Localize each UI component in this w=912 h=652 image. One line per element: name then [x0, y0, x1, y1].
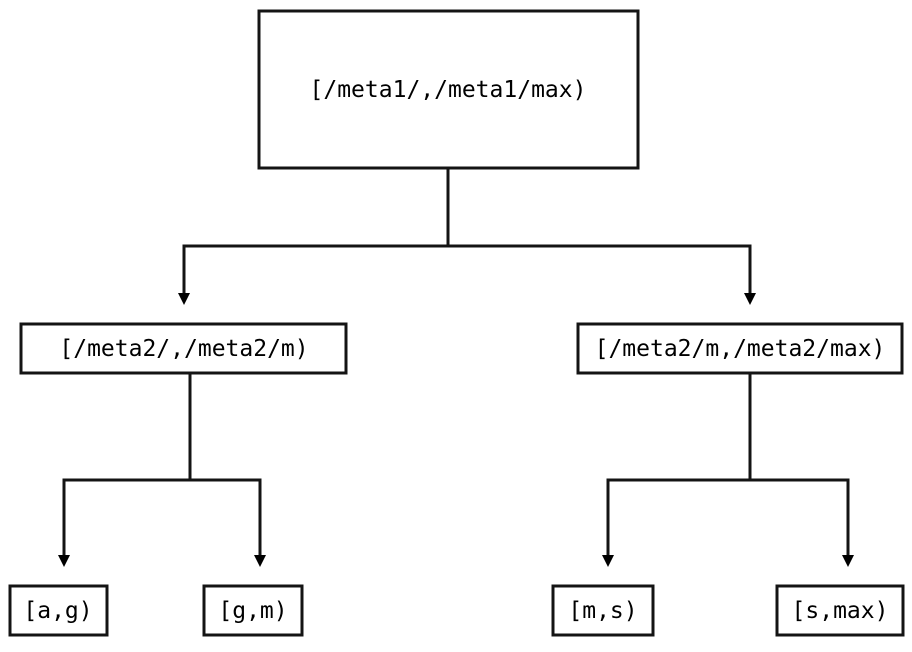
node-label: [g,m) — [218, 598, 287, 624]
node-leaf-smax[interactable]: [s,max) — [775, 584, 905, 637]
edge-mid-right-to-leaf-ms — [602, 373, 752, 567]
edge-path — [188, 373, 262, 556]
node-leaf-ag[interactable]: [a,g) — [8, 584, 109, 637]
edge-path — [748, 373, 850, 556]
arrowhead-icon — [842, 555, 854, 567]
edge-path — [182, 168, 450, 294]
arrowhead-icon — [58, 555, 70, 567]
arrowhead-icon — [178, 293, 190, 305]
node-label: [a,g) — [23, 598, 92, 624]
edge-path — [446, 168, 752, 294]
node-group: [/meta1/,/meta1/max) [/meta2/,/meta2/m) … — [8, 9, 905, 637]
arrowhead-icon — [744, 293, 756, 305]
edge-mid-left-to-leaf-gm — [188, 373, 266, 567]
node-box[interactable] — [551, 584, 655, 637]
edge-group — [58, 168, 854, 567]
edge-mid-right-to-leaf-smax — [748, 373, 854, 567]
arrowhead-icon — [602, 555, 614, 567]
edge-root-to-mid-left — [178, 168, 450, 305]
node-label: [/meta2/,/meta2/m) — [59, 336, 308, 362]
node-label: [s,max) — [792, 598, 889, 624]
edge-path — [62, 373, 192, 556]
node-label: [m,s) — [568, 598, 637, 624]
node-leaf-gm[interactable]: [g,m) — [202, 584, 304, 637]
node-label: [/meta2/m,/meta2/max) — [595, 336, 886, 362]
edge-mid-left-to-leaf-ag — [58, 373, 192, 567]
node-box[interactable] — [19, 322, 348, 375]
node-mid-left[interactable]: [/meta2/,/meta2/m) — [19, 322, 348, 375]
edge-path — [606, 373, 752, 556]
node-box[interactable] — [8, 584, 109, 637]
node-box[interactable] — [576, 322, 904, 375]
node-root[interactable]: [/meta1/,/meta1/max) — [257, 9, 640, 170]
node-box[interactable] — [775, 584, 905, 637]
edge-root-to-mid-right — [446, 168, 756, 305]
node-box[interactable] — [202, 584, 304, 637]
node-leaf-ms[interactable]: [m,s) — [551, 584, 655, 637]
arrowhead-icon — [254, 555, 266, 567]
node-mid-right[interactable]: [/meta2/m,/meta2/max) — [576, 322, 904, 375]
node-label: [/meta1/,/meta1/max) — [310, 77, 587, 103]
node-box[interactable] — [257, 9, 640, 170]
